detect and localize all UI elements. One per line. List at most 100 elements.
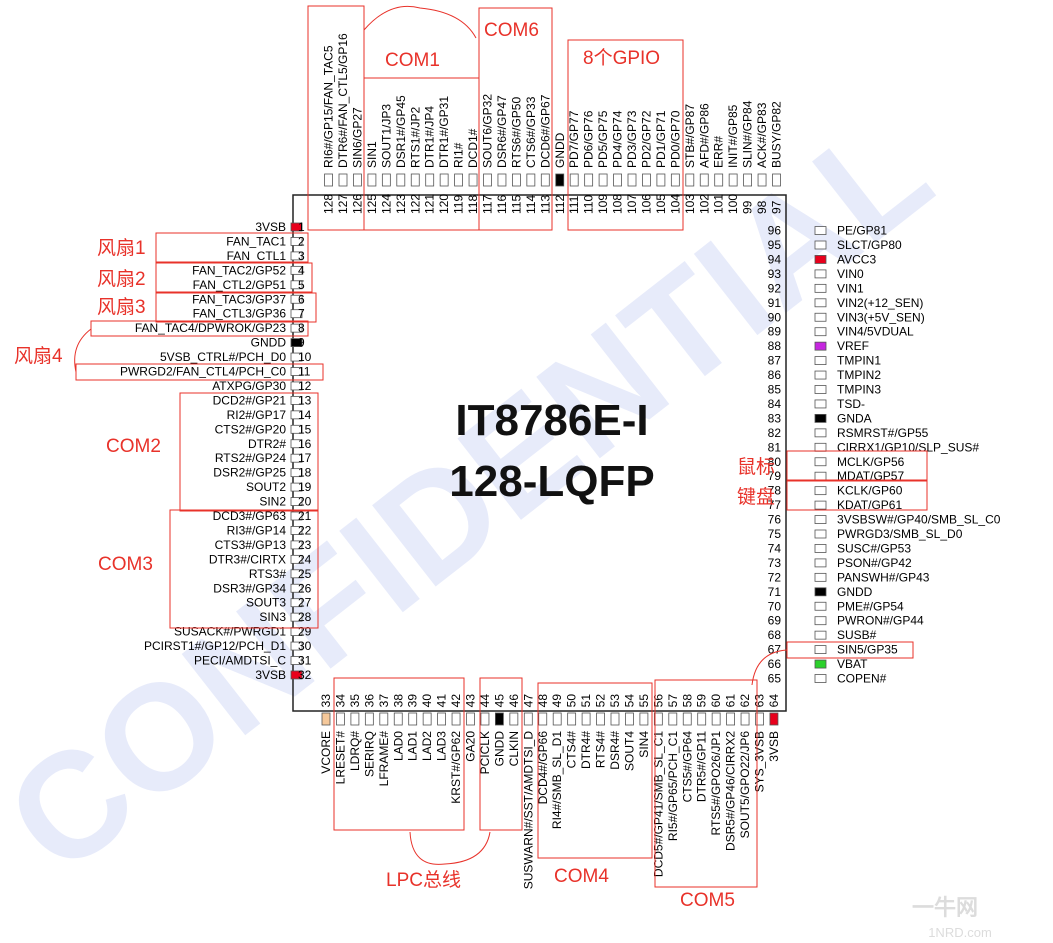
pin-marker-9 [290,338,303,348]
pin-number-13: 13 [298,393,312,407]
pin-marker-95 [814,240,827,250]
pin-label-89: VIN4/5VDUAL [837,325,914,339]
pin-number-123: 123 [394,194,408,214]
pin-label-62: SOUT5/GPO22/JP6 [738,731,752,839]
pin-label-34: LRESET# [333,731,347,785]
pin-number-87: 87 [768,354,782,368]
pin-number-72: 72 [768,570,782,584]
pin-marker-80 [814,457,827,467]
pin-number-34: 34 [333,694,347,708]
pin-label-108: PD4/GP74 [611,110,625,168]
pin-marker-116 [497,173,507,187]
pin-marker-34 [336,712,345,726]
box-lpc [333,677,465,831]
pin-marker-88 [814,341,827,351]
label-keyboard: 键盘 [737,486,775,508]
pin-marker-19 [290,482,303,492]
pin-marker-79 [814,471,827,481]
pin-label-77: KDAT/GP61 [837,498,902,512]
box-com3 [169,509,319,629]
pin-marker-47 [523,712,533,726]
pin-number-90: 90 [768,310,782,324]
pin-number-109: 109 [596,194,610,214]
pin-label-111: PD7/GP77 [567,110,581,168]
pin-marker-59 [697,712,707,726]
pin-number-112: 112 [553,195,567,214]
corner-logo-url: 1NRD.com [928,925,992,940]
pin-label-16: DTR2# [248,437,286,451]
pin-label-96: PE/GP81 [837,224,887,238]
pin-marker-81 [814,442,827,452]
pin-number-6: 6 [298,292,305,306]
pin-number-118: 118 [466,195,480,214]
pin-marker-64 [769,712,779,726]
pin-marker-28 [290,612,303,622]
pin-number-23: 23 [298,538,312,552]
pin-label-87: TMPIN1 [837,354,881,368]
pin-number-25: 25 [298,567,312,581]
pin-label-58: CTS5#/GP64 [680,731,694,803]
pin-label-9: GNDD [251,336,287,350]
pin-marker-118 [468,173,478,187]
pin-marker-22 [290,526,303,535]
pin-label-45: GNDD [492,731,506,767]
pin-number-31: 31 [298,654,312,668]
pin-marker-90 [814,312,827,322]
pin-number-29: 29 [298,625,312,639]
pin-marker-23 [290,540,303,550]
pin-number-42: 42 [449,694,463,708]
pin-number-45: 45 [492,694,506,708]
pin-label-117: SOUT6/GP32 [481,94,495,168]
pin-marker-3 [290,251,303,261]
pin-number-51: 51 [579,694,593,708]
box-com4 [537,682,653,859]
pin-number-1: 1 [298,220,305,234]
pin-number-98: 98 [755,200,769,214]
pin-label-19: SOUT2 [246,480,286,494]
pin-number-70: 70 [768,599,782,613]
pin-label-84: TSD- [837,397,865,411]
pin-label-116: DSR6#/GP47 [495,95,509,168]
label-lpc: LPC总线 [386,869,461,891]
pin-label-35: LDRQ# [348,731,362,771]
pin-marker-48 [538,712,548,726]
pin-number-86: 86 [768,368,782,382]
pin-label-23: CTS3#/GP13 [215,538,287,552]
pin-marker-102 [699,173,709,187]
pin-label-54: SOUT4 [622,731,636,771]
pin-label-5: FAN_CTL2/GP51 [193,278,287,292]
pin-marker-114 [526,173,536,187]
pin-marker-31 [290,656,303,665]
pin-label-114: CTS6#/GP33 [524,96,538,168]
box-com2 [179,392,319,512]
pin-number-73: 73 [768,556,782,570]
box-keyboard [786,480,928,511]
pin-number-105: 105 [654,194,668,214]
pin-marker-5 [290,280,303,290]
label-com5: COM5 [680,890,735,911]
pin-label-56: DCD5#/GP41/SMB_SL_C1 [651,731,665,877]
corner-logo: 一牛网 1NRD.com [912,895,992,940]
label-fan4: 风扇4 [14,345,63,367]
pin-label-1: 3VSB [255,220,286,234]
pin-number-83: 83 [768,411,782,425]
pin-number-61: 61 [724,694,738,708]
pin-label-36: SERIRQ [362,731,376,777]
pin-label-109: PD5/GP75 [596,110,610,168]
pin-label-94: AVCC3 [837,252,876,266]
pin-number-5: 5 [298,278,305,292]
pin-label-128: RI6#/GP15/FAN_TAC5 [322,45,336,168]
pin-label-73: PSON#/GP42 [837,556,912,570]
pin-marker-104 [670,173,680,187]
pin-marker-17 [290,453,303,463]
pin-label-42: KRST#/GP62 [449,731,463,804]
pin-number-127: 127 [336,194,350,214]
connector-sin5 [751,649,788,686]
pin-marker-73 [814,558,827,568]
pin-marker-26 [290,583,303,593]
pin-label-41: LAD3 [435,731,449,761]
pin-label-120: DTR1#/GP31 [437,96,451,168]
pin-number-82: 82 [768,426,782,440]
pin-marker-93 [814,269,827,279]
pin-marker-39 [408,712,418,726]
